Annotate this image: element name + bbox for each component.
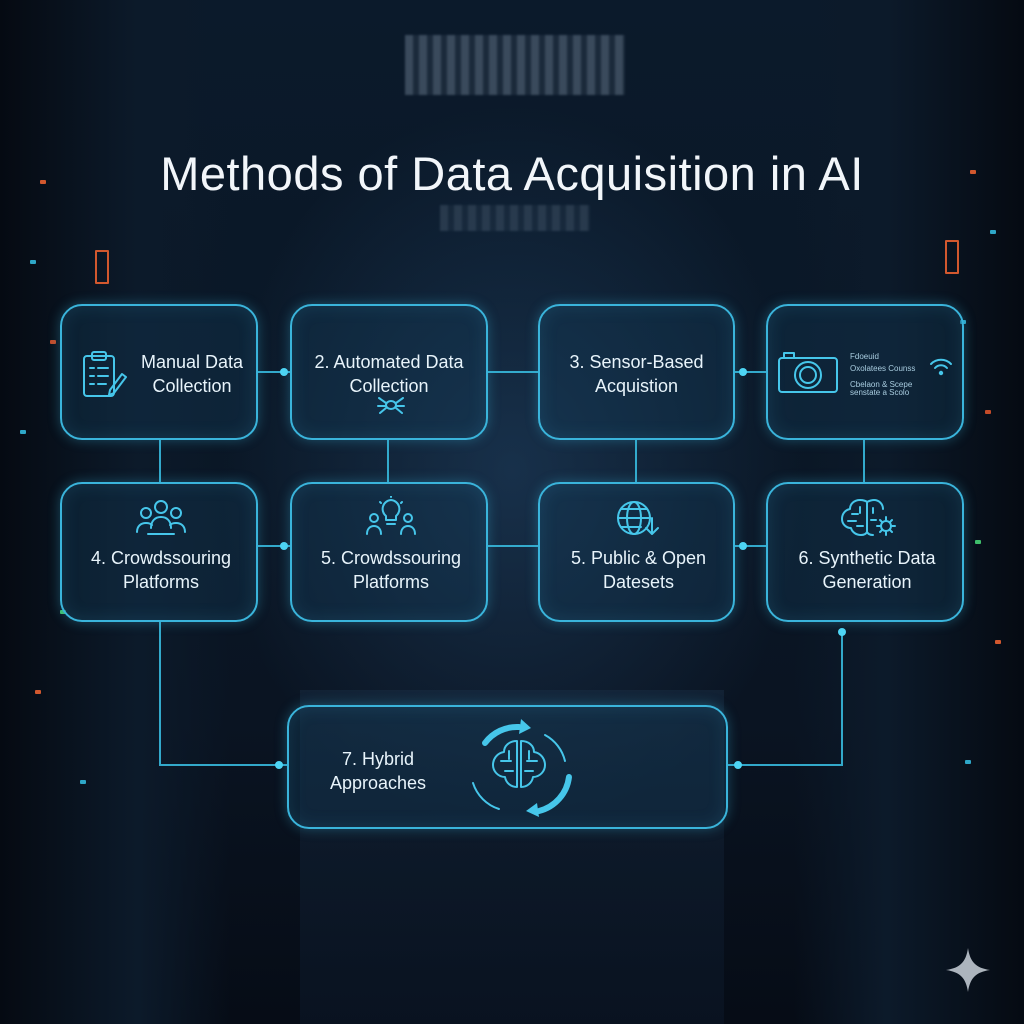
camera-caption-4: senstate a Scolo bbox=[850, 388, 910, 397]
connector-dot bbox=[734, 761, 742, 769]
people-group-icon bbox=[134, 498, 188, 538]
node-public-open-datasets: 5. Public & Open Datesets bbox=[538, 482, 735, 622]
node-crowdsourcing-platforms-4: 4. Crowdssouring Platforms bbox=[60, 482, 258, 622]
camera-caption-2: Oxolatees Counss bbox=[850, 364, 916, 373]
node-hybrid-approaches: 7. Hybrid Approaches bbox=[287, 705, 728, 829]
node-camera-sensors: Fdoeuid Oxolatees Counss Cbelaon & Scepe… bbox=[766, 304, 964, 440]
node-label: 3. Sensor-Based Acquistion bbox=[569, 352, 704, 396]
connector bbox=[728, 632, 843, 766]
connector-dot bbox=[739, 368, 747, 376]
brain-cycle-icon bbox=[459, 717, 579, 821]
server-rack-left bbox=[0, 0, 230, 1024]
brain-gear-icon bbox=[838, 496, 898, 538]
sparkle-icon bbox=[944, 946, 992, 999]
node-manual-data-collection: Manual Data Collection bbox=[60, 304, 258, 440]
node-label: 7. Hybrid Approaches bbox=[329, 749, 427, 793]
node-sensor-based-acquisition: 3. Sensor-Based Acquistion bbox=[538, 304, 735, 440]
wifi-icon bbox=[928, 356, 954, 378]
connector-dot bbox=[838, 628, 846, 636]
ceiling-light-far bbox=[440, 205, 590, 231]
node-label: 5. Crowdssouring Platforms bbox=[320, 548, 462, 592]
globe-download-icon bbox=[614, 498, 662, 538]
connector-dot bbox=[280, 542, 288, 550]
connector-dot bbox=[280, 368, 288, 376]
node-label: 5. Public & Open Datesets bbox=[570, 548, 707, 592]
server-rack-right bbox=[794, 0, 1024, 1024]
node-label: 6. Synthetic Data Generation bbox=[798, 548, 936, 592]
floor bbox=[300, 690, 724, 1024]
node-crowdsourcing-platforms-5: 5. Crowdssouring Platforms bbox=[290, 482, 488, 622]
ceiling-light bbox=[405, 35, 625, 95]
lightbulb-people-icon bbox=[364, 496, 418, 538]
clipboard-icon bbox=[80, 348, 128, 400]
camera-caption-3: Cbelaon & Scepe bbox=[850, 380, 913, 389]
diagram-title: Methods of Data Acquisition in AI bbox=[160, 147, 864, 200]
connector-dot bbox=[275, 761, 283, 769]
spider-bot-icon bbox=[376, 394, 406, 416]
camera-caption-1: Fdoeuid bbox=[850, 352, 879, 361]
node-automated-data-collection: 2. Automated Data Collection bbox=[290, 304, 488, 440]
node-label: Manual Data Collection bbox=[140, 352, 244, 396]
camera-icon bbox=[776, 350, 840, 396]
connector bbox=[159, 622, 287, 766]
node-label: 4. Crowdssouring Platforms bbox=[90, 548, 232, 592]
node-label: 2. Automated Data Collection bbox=[314, 352, 464, 396]
node-synthetic-data-generation: 6. Synthetic Data Generation bbox=[766, 482, 964, 622]
connector-dot bbox=[739, 542, 747, 550]
